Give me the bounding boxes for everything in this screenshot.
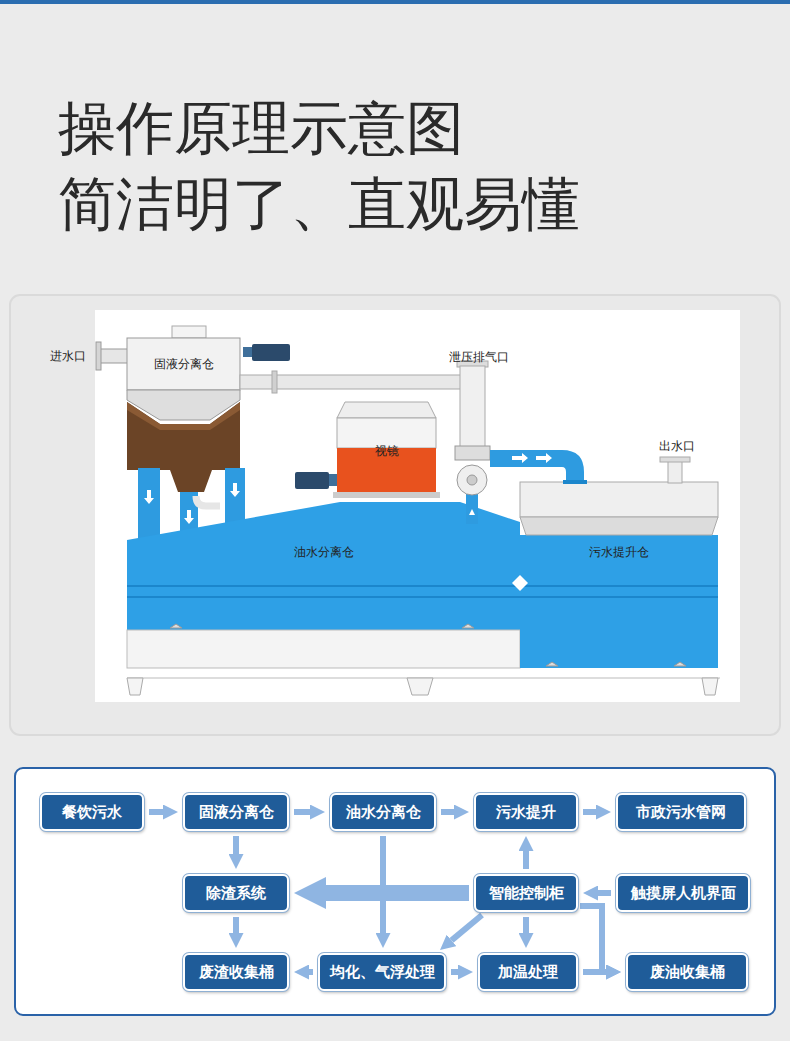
flow-arrow (309, 969, 313, 975)
flow-arrow (523, 917, 529, 933)
flow-arrow (380, 836, 386, 933)
flowchart-frame (15, 768, 775, 1015)
process-box: 餐饮污水 (40, 793, 144, 831)
node-text: 触摸屏人机界面 (631, 884, 736, 903)
node-text: 智能控制柜 (489, 884, 564, 903)
node-text: 固液分离仓 (154, 356, 214, 373)
flow-arrow (523, 851, 529, 869)
node-text: 油水分离仓 (346, 803, 421, 822)
port-label: 出水口 (659, 438, 695, 455)
tank: 油水分离仓 (127, 544, 520, 568)
sight-glass: 视镜 (337, 443, 436, 463)
top-bar (0, 0, 790, 4)
panel (10, 295, 780, 735)
flow-arrow (233, 917, 239, 933)
node-text: 均化、气浮处理 (330, 963, 435, 982)
flow-arrow (233, 836, 239, 854)
illustration-ground (95, 310, 740, 702)
flow-arrow (583, 809, 596, 815)
node-text: 油水分离仓 (294, 544, 354, 561)
flow-arrow (294, 809, 310, 815)
process-box: 市政污水管网 (616, 793, 746, 831)
process-box: 固液分离仓 (183, 793, 289, 831)
flow-arrow (149, 809, 163, 815)
flow-arrow (441, 809, 454, 815)
process-box: 均化、气浮处理 (318, 953, 446, 991)
chamber-label-box: 固液分离仓 (127, 356, 240, 380)
node-text: 餐饮污水 (62, 803, 122, 822)
node-text: 污水提升仓 (589, 544, 649, 561)
process-box: 油水分离仓 (330, 793, 436, 831)
flow-arrow (580, 906, 606, 972)
process-box: 智能控制柜 (474, 874, 578, 912)
flow-arrow (598, 890, 611, 896)
node-text: 加温处理 (498, 963, 558, 982)
node-text: 除渣系统 (206, 884, 266, 903)
flow-arrow (451, 969, 458, 975)
equipment (96, 326, 720, 695)
node-text: 固液分离仓 (199, 803, 274, 822)
port-label: 泄压排气口 (449, 349, 509, 366)
process-box: 废油收集桶 (626, 953, 748, 991)
process-box: 污水提升 (474, 793, 578, 831)
subtitle: 简洁明了、直观易懂 (58, 168, 580, 240)
flow-arrow (326, 885, 469, 901)
node-text: 污水提升 (496, 803, 556, 822)
node-text: 废渣收集桶 (199, 963, 274, 982)
node-text: 视镜 (375, 443, 399, 460)
process-box: 触摸屏人机界面 (616, 874, 750, 912)
title: 操作原理示意图 (58, 92, 464, 164)
process-box: 加温处理 (478, 953, 578, 991)
port-label: 进水口 (50, 348, 86, 365)
node-text: 废油收集桶 (650, 963, 725, 982)
process-box: 废渣收集桶 (183, 953, 289, 991)
tank: 污水提升仓 (520, 544, 718, 568)
process-box: 除渣系统 (183, 874, 289, 912)
node-text: 市政污水管网 (636, 803, 726, 822)
flow-arrow (452, 915, 482, 940)
